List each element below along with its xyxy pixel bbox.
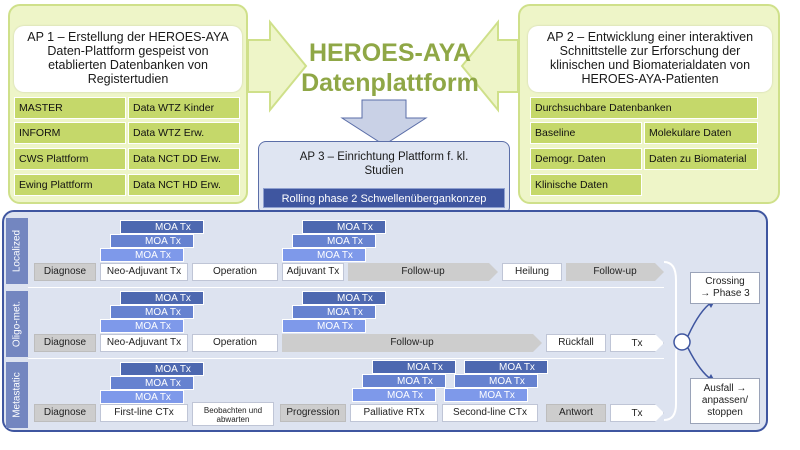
ap2-header: AP 2 – Entwicklung einer interaktiven Sc… [528,26,772,92]
step-heilung: Heilung [502,263,562,281]
ap1-header: AP 1 – Erstellung der HEROES-AYA Daten-P… [14,26,242,92]
step-progression: Progression [280,404,346,422]
step-beobachten: Beobachten und abwarten [192,402,274,426]
ap3-header: AP 3 – Einrichtung Plattform f. kl. Stud… [299,151,469,177]
right-arrow-shape [460,19,519,113]
row-divider [28,358,664,359]
arrow-up-shape [687,301,713,337]
ap1-cell-wtz-kinder: Data WTZ Kinder [128,97,240,119]
step-diagnose: Diagnose [34,334,96,352]
step-rueckfall: Rückfall [546,334,606,352]
ap2-cell-baseline: Baseline [530,122,642,144]
moa-tx-box: MOA Tx [120,291,204,305]
moa-tx-box: MOA Tx [110,234,194,248]
connector-arrows [247,19,519,146]
left-arrow-shape [247,19,308,113]
step-neo-adjuvant: Neo-Adjuvant Tx [100,334,188,352]
step-tx: Tx [610,404,664,422]
ap1-cell-nct-hd: Data NCT HD Erw. [128,174,240,196]
step-second-line-ctx: Second-line CTx [442,404,538,422]
step-follow-up-2: Follow-up [566,263,664,281]
moa-tx-box: MOA Tx [100,248,184,262]
moa-tx-box: MOA Tx [302,220,386,234]
moa-tx-box: MOA Tx [372,360,456,374]
ap1-cell-nct-dd: Data NCT DD Erw. [128,148,240,170]
down-arrow-shape [340,99,428,146]
moa-tx-box: MOA Tx [302,291,386,305]
step-follow-up: Follow-up [282,334,542,352]
step-antwort: Antwort [546,404,606,422]
moa-tx-box: MOA Tx [454,374,538,388]
step-follow-up: Follow-up [348,263,498,281]
ap2-cell-biomaterial: Daten zu Biomaterial [644,148,758,170]
ap1-cell-wtz-erw: Data WTZ Erw. [128,122,240,144]
row-divider [28,287,664,288]
step-palliative-rtx: Palliative RTx [350,404,438,422]
ap1-cell-cws: CWS Plattform [14,148,126,170]
outcome-ausfall: Ausfall → anpassen/ stoppen [690,378,760,424]
step-adjuvant: Adjuvant Tx [282,263,344,281]
moa-tx-box: MOA Tx [110,376,194,390]
junction-circle [673,333,691,351]
moa-tx-box: MOA Tx [292,305,376,319]
ap2-cell-demogr: Demogr. Daten [530,148,642,170]
page-title: HEROES-AYA Datenplattform [301,39,479,97]
moa-tx-box: MOA Tx [464,360,548,374]
moa-tx-box: MOA Tx [282,319,366,333]
row-label-localized: Localized [6,218,28,284]
moa-tx-box: MOA Tx [282,248,366,262]
step-tx: Tx [610,334,664,352]
rolling-phase-banner: Rolling phase 2 Schwellenübergankonzep [263,188,505,208]
step-diagnose: Diagnose [34,404,96,422]
step-diagnose: Diagnose [34,263,96,281]
outcome-crossing: Crossing → Phase 3 [690,272,760,304]
ap1-cell-ewing: Ewing Plattform [14,174,126,196]
ap1-cell-inform: INFORM [14,122,126,144]
moa-tx-box: MOA Tx [352,388,436,402]
moa-tx-box: MOA Tx [120,362,204,376]
moa-tx-box: MOA Tx [110,305,194,319]
moa-tx-box: MOA Tx [362,374,446,388]
ap2-cell-molekulare: Molekulare Daten [644,122,758,144]
step-operation: Operation [192,334,278,352]
moa-tx-box: MOA Tx [444,388,528,402]
ap1-cell-master: MASTER [14,97,126,119]
arrow-down-shape [687,347,713,381]
moa-tx-box: MOA Tx [100,319,184,333]
step-first-line-ctx: First-line CTx [100,404,188,422]
step-neo-adjuvant: Neo-Adjuvant Tx [100,263,188,281]
moa-tx-box: MOA Tx [120,220,204,234]
row-label-metastatic: Metastatic [6,362,28,428]
row-label-oligo: Oligo-met. [6,291,28,357]
moa-tx-box: MOA Tx [100,390,184,404]
ap2-cell-klinische: Klinische Daten [530,174,642,196]
ap2-cell-durchsuchbar: Durchsuchbare Datenbanken [530,97,758,119]
moa-tx-box: MOA Tx [292,234,376,248]
step-operation: Operation [192,263,278,281]
